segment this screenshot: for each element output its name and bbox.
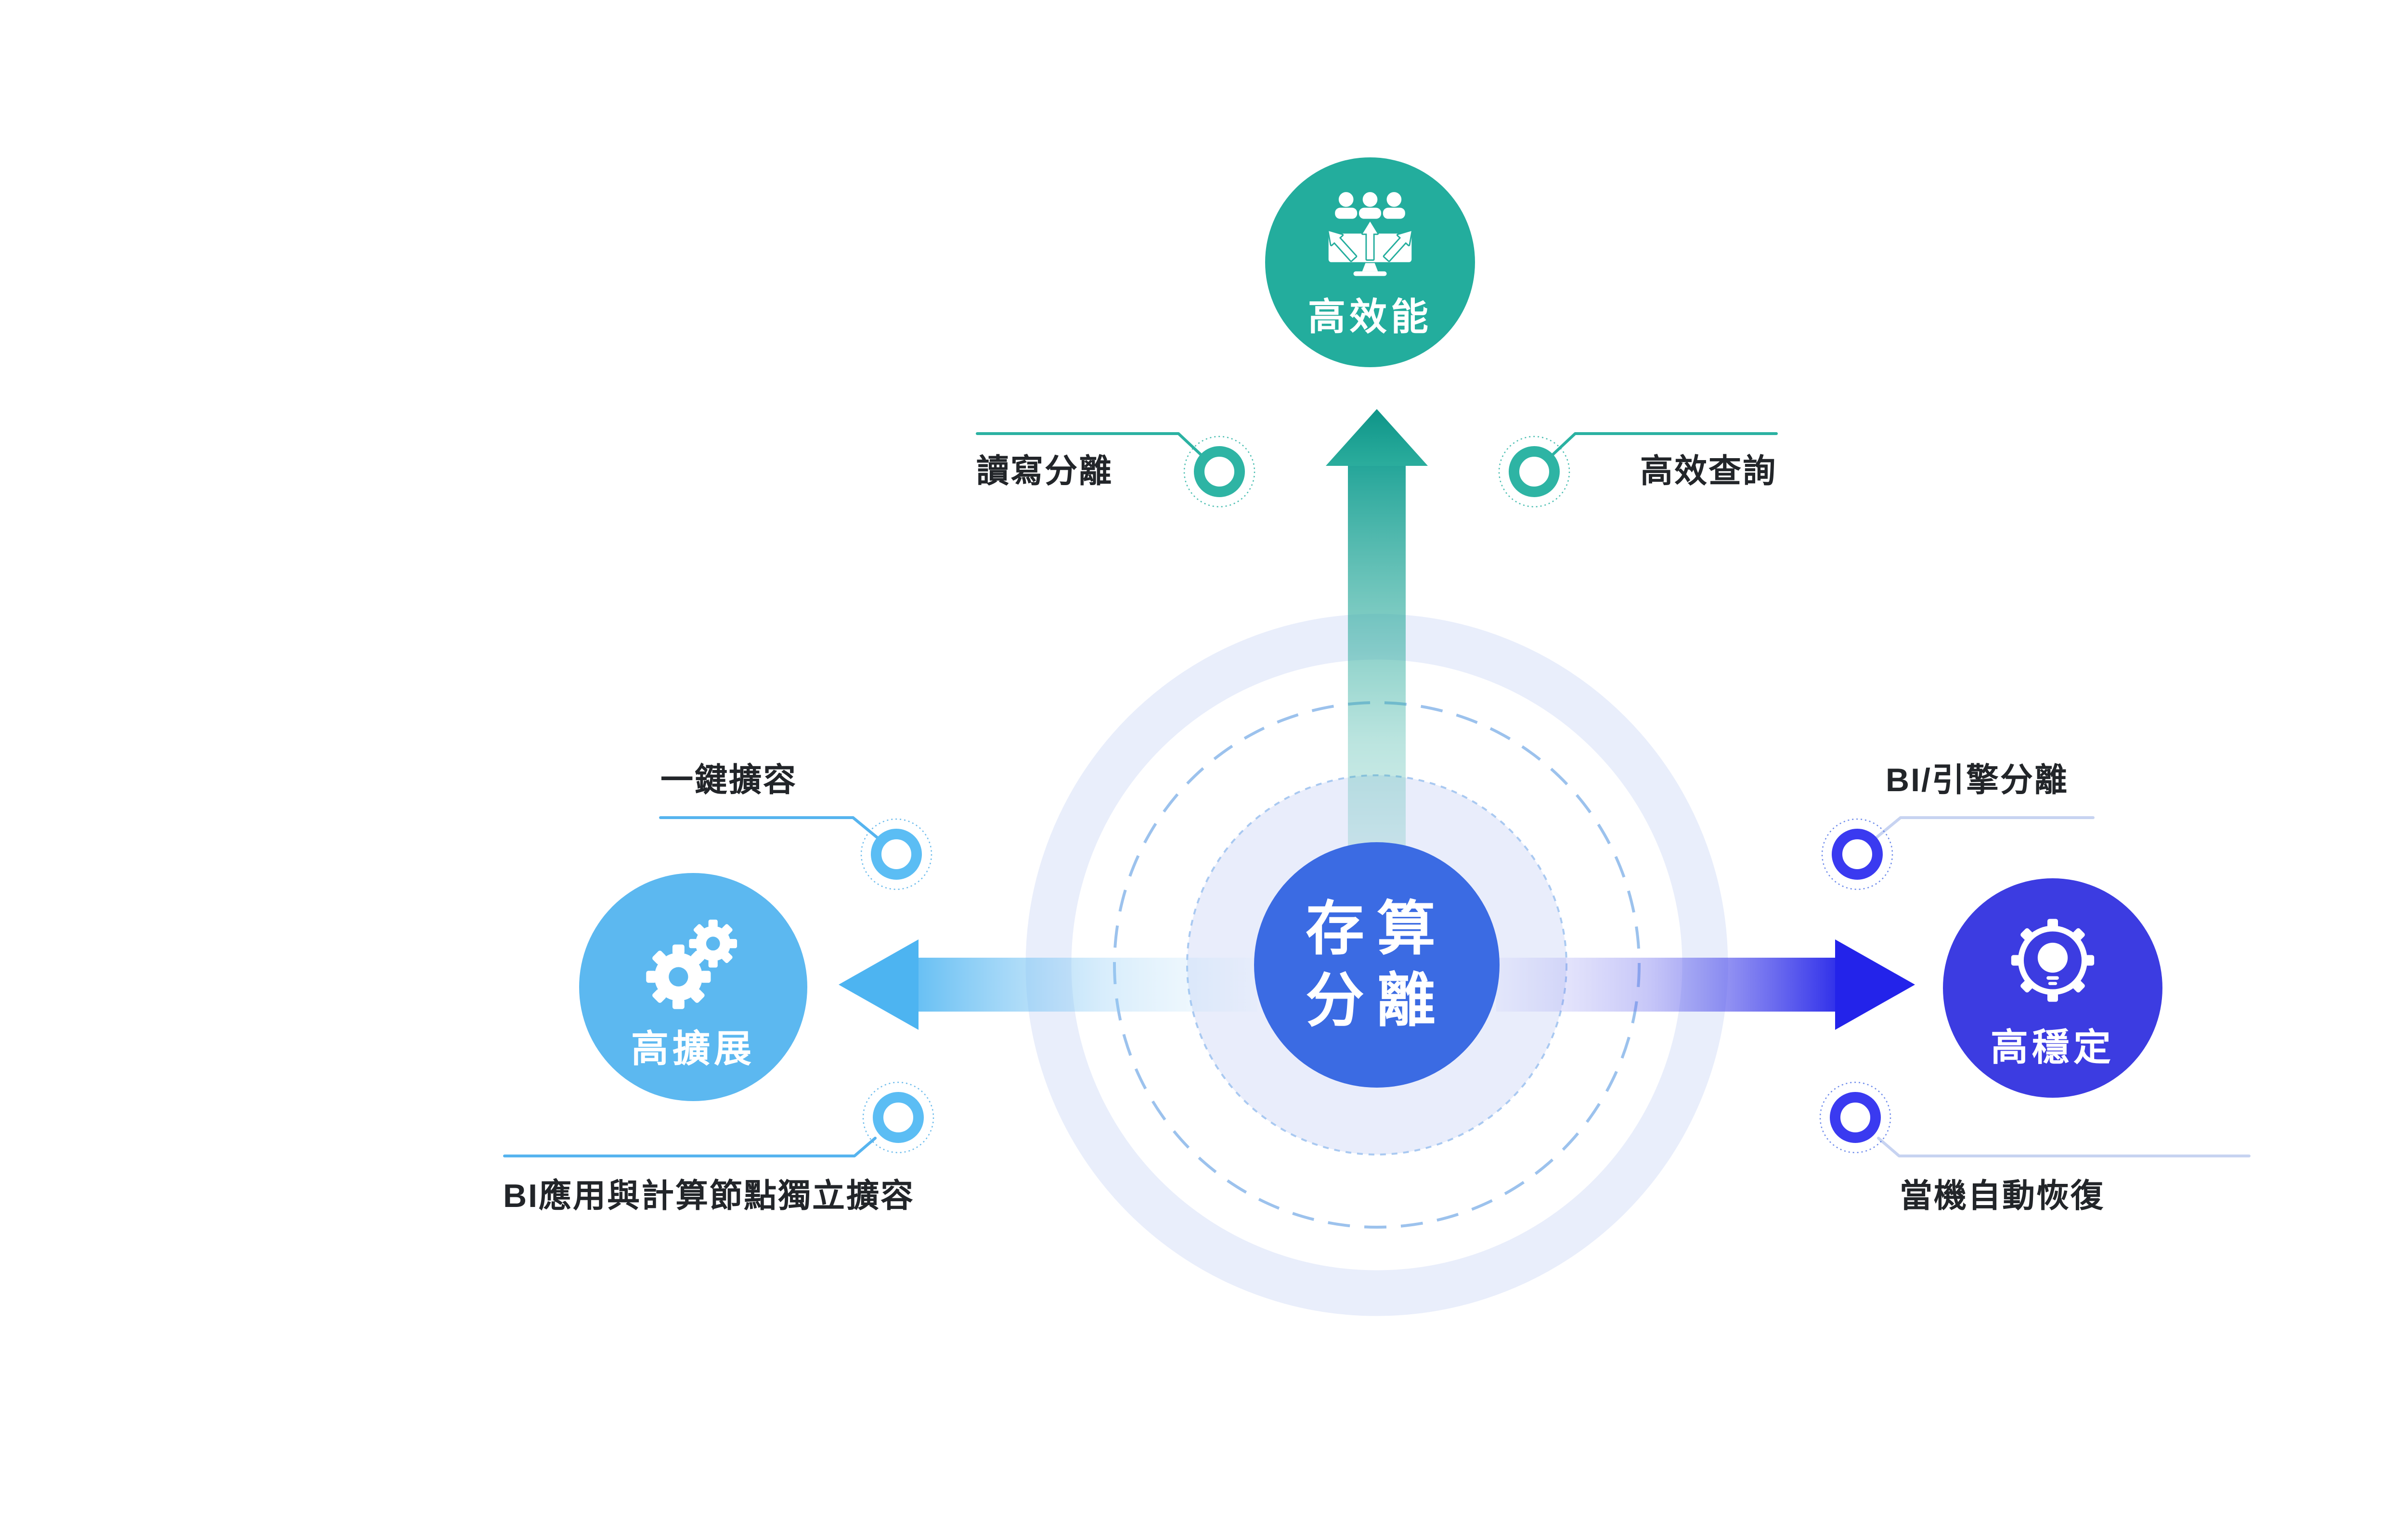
node-performance-label: 高效能 (1307, 295, 1432, 338)
node-stability: 高穩定 (1943, 878, 2162, 1098)
right-arrow-shaft (1496, 958, 1836, 1012)
callout-bi-engine-separation: BI/引擎分離 (1886, 762, 2069, 798)
dashed-halo-mid-right (1821, 818, 1893, 890)
dashed-halo-bottom-left (862, 1081, 934, 1154)
dashed-halo-bottom-right (1819, 1081, 1891, 1154)
center-title: 存算 分離 (1306, 893, 1448, 1037)
callout-line-bottom-right (1877, 1137, 2251, 1157)
callout-read-write-separation: 讀寫分離 (976, 453, 1113, 489)
dashed-halo-mid-left (860, 818, 932, 890)
node-stability-label: 高穩定 (1990, 1026, 2115, 1068)
users-monitor-icon (1327, 192, 1413, 276)
callout-line-bottom-left (503, 1137, 877, 1157)
callout-efficient-query: 高效查詢 (1640, 453, 1777, 489)
left-arrow-head (839, 939, 919, 1030)
center-node: 存算 分離 (1254, 842, 1500, 1088)
donut-top-left (1194, 446, 1245, 497)
callout-bi-compute-independent-scaling: BI應用與計算節點獨立擴容 (503, 1178, 915, 1214)
dashed-halo-top-right (1498, 436, 1570, 508)
donut-mid-left (871, 829, 922, 880)
donut-bottom-right (1830, 1092, 1881, 1143)
donut-top-right (1509, 446, 1560, 497)
callout-line-mid-left (659, 816, 879, 839)
up-arrow-head (1326, 409, 1428, 466)
right-arrow (1496, 939, 1915, 1030)
gear-bulb-icon (2011, 919, 2095, 1002)
node-performance: 高效能 (1265, 157, 1475, 367)
center-title-line1: 存算 (1306, 896, 1448, 962)
center-title-line2: 分離 (1306, 968, 1448, 1033)
callout-auto-recovery: 當機自動恢復 (1900, 1178, 2105, 1214)
node-scalability: 高擴展 (579, 873, 807, 1101)
callout-line-mid-right (1875, 816, 2095, 839)
callout-one-click-scaling: 一鍵擴容 (660, 762, 798, 798)
callout-line-top-right (1550, 432, 1778, 457)
donut-bottom-left (873, 1092, 924, 1143)
left-arrow (839, 939, 1257, 1030)
dashed-halo-top-left (1183, 436, 1255, 508)
left-arrow-shaft (915, 958, 1257, 1012)
callout-line-top-left (976, 432, 1204, 457)
gears-icon (646, 919, 738, 1009)
donut-mid-right (1832, 829, 1883, 880)
donut-markers (860, 436, 1893, 1154)
node-scalability-label: 高擴展 (631, 1027, 755, 1070)
right-arrow-head (1835, 939, 1915, 1030)
